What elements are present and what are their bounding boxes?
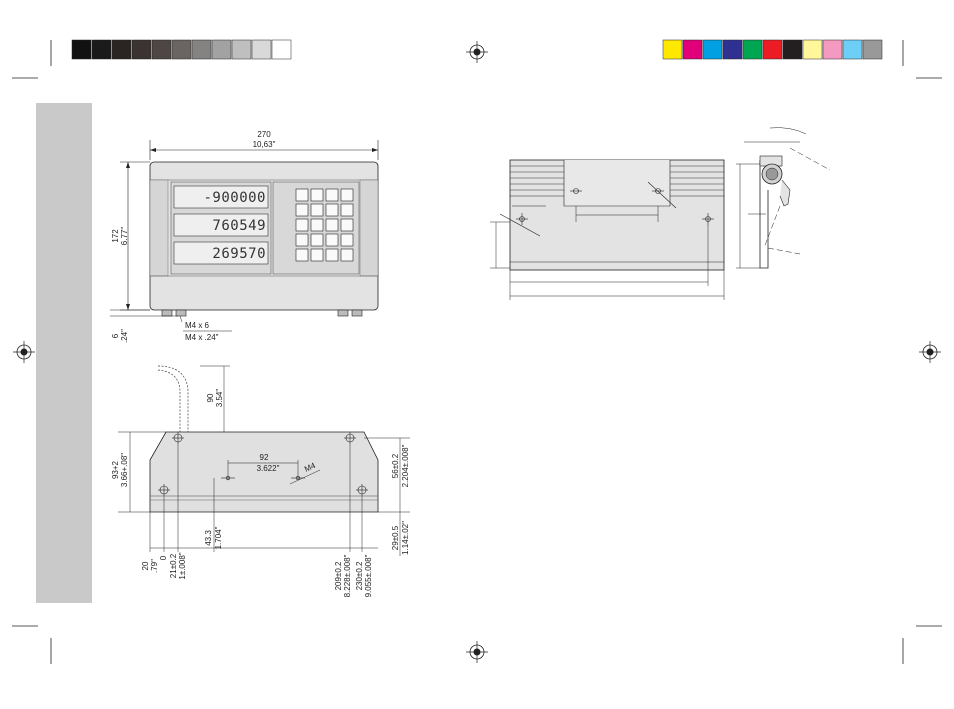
color-swatch [702,39,723,60]
keypad-key [310,233,324,247]
registration-mark [13,341,35,363]
w230-mm: 230±0.2 [355,561,364,590]
keypad-key [310,188,324,202]
screw-mm: M4 x 6 [185,321,210,330]
crop-marks [12,40,942,664]
keypad-key [325,188,339,202]
right-in: 2.204±.008" [401,444,410,487]
side-bar [36,103,92,603]
keypad-key [310,218,324,232]
feet [161,309,363,317]
left-mm: 20 [141,561,150,570]
front-view: 270 10,63" 172 6.77" -900000 760549 269570… [110,130,379,343]
gray-swatch [71,39,92,60]
gray-swatch [171,39,192,60]
axis-display [173,185,269,209]
axis-display-value: 269570 [212,246,266,262]
gray-swatch [151,39,172,60]
front-height-in: 6.77" [120,227,129,246]
color-swatch [742,39,763,60]
keypad-key [325,248,339,262]
foot-mm: 6 [111,333,120,338]
gray-swatch [211,39,232,60]
keypad-key [325,203,339,217]
cable-in: 3.54" [215,389,224,408]
axis-display-value: -900000 [203,190,266,206]
w230-in: 9.055±.008" [364,554,373,597]
hole-spacing-mm: 92 [260,453,269,462]
depth-in: 3.66+.08" [120,453,129,487]
color-swatch [862,39,883,60]
left-in: .79" [150,559,159,573]
gray-swatch [191,39,212,60]
color-swatch [682,39,703,60]
zero-label: 0 [159,555,168,560]
axis-display-value: 760549 [212,218,266,234]
color-swatch [782,39,803,60]
color-swatch-strip [662,39,883,60]
color-swatch [762,39,783,60]
registration-mark [466,41,488,63]
keypad-key [340,188,354,202]
keypad-key [295,248,309,262]
front-width-in: 10,63" [253,140,276,149]
w209-mm: 209±0.2 [334,561,343,590]
right-mm: 56±0.2 [391,453,400,478]
keypad-key [295,233,309,247]
gray-swatch [91,39,112,60]
keypad-key [325,218,339,232]
keypad-key [340,233,354,247]
mid-in: 1.704" [214,526,223,549]
keypad-key [325,233,339,247]
gray-swatch [111,39,132,60]
axis-display [173,213,269,237]
color-swatch [662,39,683,60]
keypad-key [310,203,324,217]
gray-swatch [251,39,272,60]
keypad [295,188,354,262]
depth-mm: 93+2 [111,460,120,479]
foot-in: .24" [120,329,129,343]
front-width-mm: 270 [257,130,271,139]
keypad-key [310,248,324,262]
color-swatch [722,39,743,60]
w209-in: 8.228±.008" [343,554,352,597]
bracket-side-view [736,127,831,269]
front-height-mm: 172 [111,229,120,243]
thread-label: M4 [303,461,317,474]
grayscale-swatch-strip [71,39,292,60]
keypad-key [340,248,354,262]
gray-swatch [231,39,252,60]
keypad-key [340,218,354,232]
registration-marks [13,41,941,663]
color-swatch [822,39,843,60]
keypad-key [340,203,354,217]
mid-mm: 43.3 [204,530,213,546]
offset-in: 1±.008" [178,552,187,579]
axis-display [173,241,269,265]
edge-in: 1.14±.02" [401,521,410,555]
bracket-front-view [490,159,725,300]
keypad-key [295,203,309,217]
axis-displays: -900000 760549 269570 [173,185,269,265]
hole-spacing-in: 3.622" [257,464,280,473]
offset-mm: 21±0.2 [169,553,178,578]
bottom-view: 90 3.54" 92 3.622" M4 93+2 3.66+.08" [111,365,410,597]
keypad-key [295,218,309,232]
gray-swatch [271,39,292,60]
cable-mm: 90 [206,393,215,402]
color-swatch [802,39,823,60]
color-swatch [842,39,863,60]
keypad-key [295,188,309,202]
registration-mark [466,641,488,663]
registration-mark [919,341,941,363]
gray-swatch [131,39,152,60]
edge-mm: 29±0.5 [391,525,400,550]
screw-in: M4 x .24" [185,333,219,342]
